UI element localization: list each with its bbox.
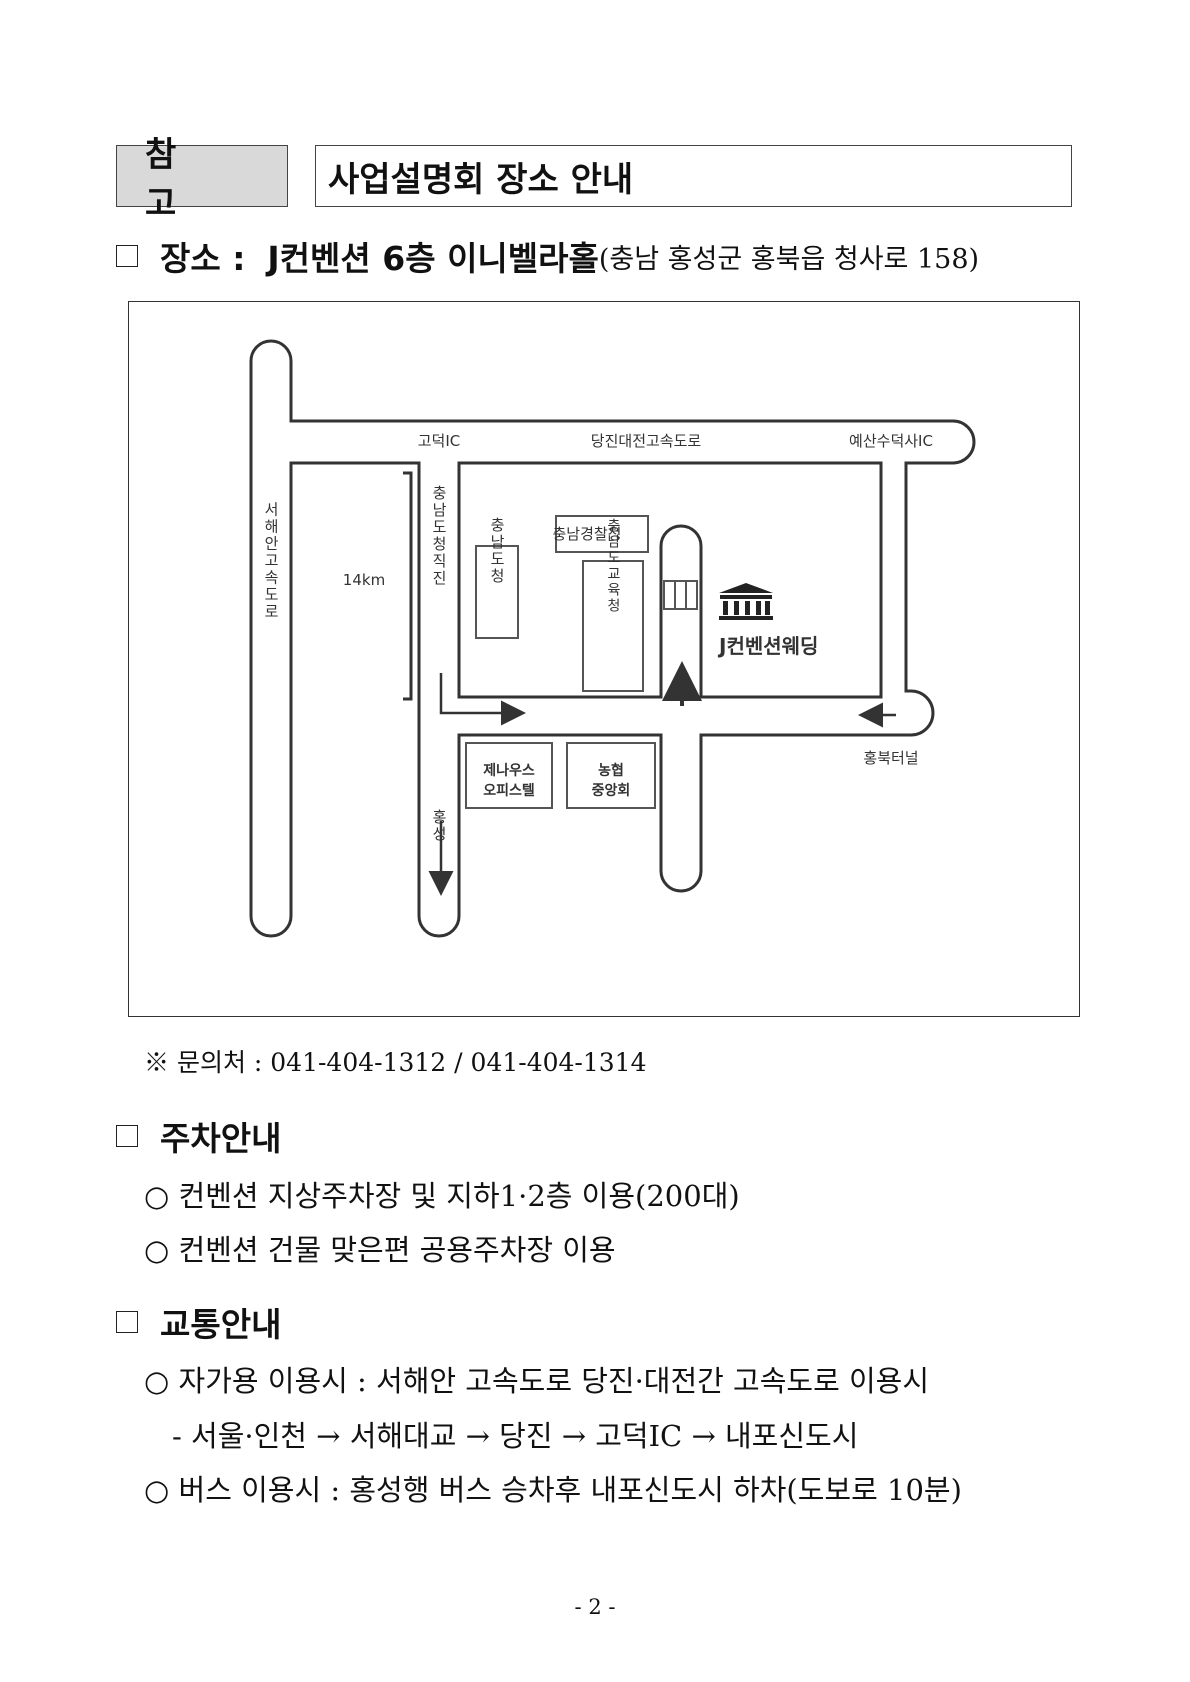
checkbox-icon bbox=[116, 1125, 138, 1147]
page-title: 사업설명회 장소 안내 bbox=[315, 145, 1072, 207]
contact-info: ※ 문의처 : 041-404-1312 / 041-404-1314 bbox=[144, 1048, 647, 1077]
page-number: - 2 - bbox=[574, 1595, 616, 1619]
nh-label-1: 농협 bbox=[598, 763, 624, 779]
west-coast-label: 서해안고속도로 bbox=[262, 502, 280, 621]
distance-label: 14km bbox=[343, 571, 385, 589]
location-label: 장소 : bbox=[160, 239, 246, 278]
police-label: 충남경찰청 bbox=[552, 525, 621, 543]
venue-address: (충남 홍성군 홍북읍 청사로 158) bbox=[598, 243, 980, 275]
parking-heading-text: 주차안내 bbox=[160, 1119, 282, 1158]
transport-heading: 교통안내 bbox=[116, 1298, 281, 1346]
office-label-2: 오피스텔 bbox=[483, 783, 535, 799]
office-label-1: 제나우스 bbox=[483, 763, 535, 779]
education-office-label: 충남도교육청 bbox=[605, 518, 621, 614]
venue-map-label: J컨벤션웨딩 bbox=[717, 634, 818, 658]
godeok-ic-label: 고덕IC bbox=[418, 432, 461, 450]
arrow-lines bbox=[428, 661, 896, 896]
nh-label-2: 중앙회 bbox=[592, 782, 631, 799]
building-blocks bbox=[465, 515, 698, 809]
transport-heading-text: 교통안내 bbox=[160, 1305, 282, 1344]
venue-name: J컨벤션 6층 이니벨라홀 bbox=[267, 239, 599, 278]
hongbuk-tunnel-label: 홍북터널 bbox=[863, 749, 918, 767]
reference-tag: 참 고 bbox=[116, 135, 288, 224]
hongseong-label: 홍성 bbox=[430, 808, 448, 843]
transport-item-3: ○ 버스 이용시 : 홍성행 버스 승차후 내포신도시 하차(도보로 10분) bbox=[144, 1473, 962, 1507]
parking-item-1: ○ 컨벤션 지상주차장 및 지하1·2층 이용(200대) bbox=[144, 1179, 740, 1213]
road-lines bbox=[249, 339, 976, 938]
direct-road-label: 충남도청직진 bbox=[430, 485, 448, 587]
location-line: 장소 : J컨벤션 6층 이니벨라홀 (충남 홍성군 홍북읍 청사로 158) bbox=[116, 232, 979, 280]
venue-icon bbox=[719, 583, 773, 620]
yesan-ic-label: 예산수덕사IC bbox=[849, 432, 933, 450]
parking-heading: 주차안내 bbox=[116, 1112, 281, 1160]
parking-item-2: ○ 컨벤션 건물 맞은편 공용주차장 이용 bbox=[144, 1233, 616, 1267]
expressway-label: 당진대전고속도로 bbox=[591, 432, 702, 450]
checkbox-icon bbox=[116, 1311, 138, 1333]
provincial-office-label: 충남도청 bbox=[488, 517, 506, 585]
checkbox-icon bbox=[116, 245, 138, 267]
transport-item-2: - 서울·인천 → 서해대교 → 당진 → 고덕IC → 내포신도시 bbox=[172, 1419, 859, 1453]
transport-item-1: ○ 자가용 이용시 : 서해안 고속도로 당진·대전간 고속도로 이용시 bbox=[144, 1364, 930, 1398]
location-map: 고덕IC 당진대전고속도로 예산수덕사IC 14km 충남경찰청 J컨벤션웨딩 … bbox=[128, 301, 1080, 1017]
